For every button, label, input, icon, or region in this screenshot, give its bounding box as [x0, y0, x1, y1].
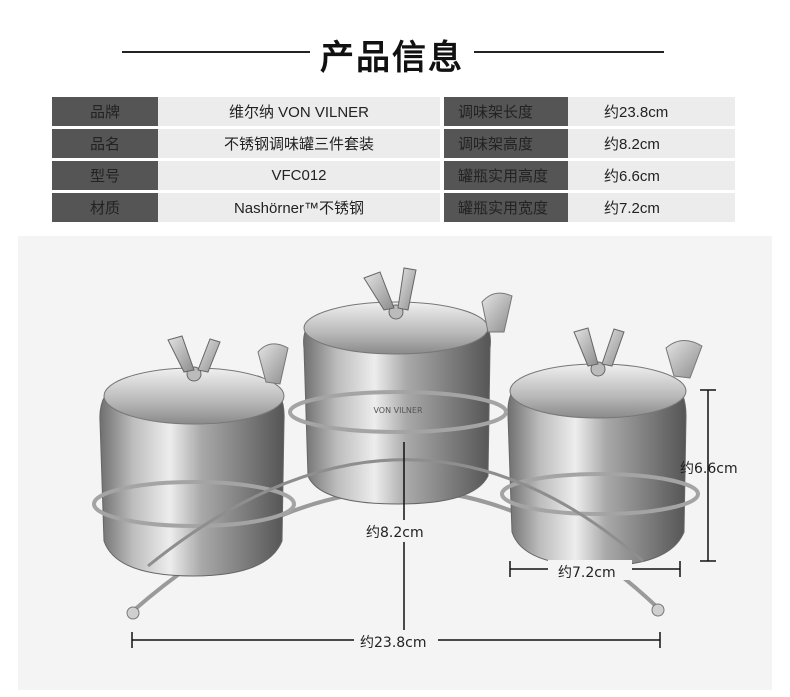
product-illustration: VON VILNER — [92, 267, 716, 650]
spec-label: 调味架高度 — [444, 129, 568, 158]
dim-jar-height: 约6.6cm — [680, 461, 738, 477]
rack-foot — [651, 603, 665, 617]
brand-engraving: VON VILNER — [373, 406, 422, 415]
spec-row: 品名 不锈钢调味罐三件套装 调味架高度 约8.2cm — [52, 129, 735, 158]
dim-rack-height: 约8.2cm — [366, 525, 424, 541]
spec-label: 罐瓶实用高度 — [444, 161, 568, 190]
jar-left — [92, 335, 296, 577]
dim-rack-length: 约23.8cm — [360, 635, 427, 651]
spec-value: 维尔纳 VON VILNER — [158, 97, 440, 126]
spec-row: 材质 Nashörner™不锈钢 罐瓶实用宽度 约7.2cm — [52, 193, 735, 222]
spec-table: 品牌 维尔纳 VON VILNER 调味架长度 约23.8cm 品名 不锈钢调味… — [52, 94, 735, 225]
spec-value: Nashörner™不锈钢 — [158, 193, 440, 222]
spec-label: 材质 — [52, 193, 158, 222]
dim-jar-width: 约7.2cm — [558, 565, 616, 581]
spec-value: 约8.2cm — [568, 129, 735, 158]
jar-middle: VON VILNER — [288, 267, 513, 505]
spec-row: 型号 VFC012 罐瓶实用高度 约6.6cm — [52, 161, 735, 190]
spec-value: 不锈钢调味罐三件套装 — [158, 129, 440, 158]
header-rule-right — [474, 51, 664, 53]
jar-right — [500, 327, 703, 567]
spec-label: 罐瓶实用宽度 — [444, 193, 568, 222]
header-rule-left — [122, 51, 310, 53]
spec-label: 品牌 — [52, 97, 158, 126]
spec-label: 型号 — [52, 161, 158, 190]
spec-value: 约7.2cm — [568, 193, 735, 222]
spec-value: 约23.8cm — [568, 97, 735, 126]
spec-label: 品名 — [52, 129, 158, 158]
spec-row: 品牌 维尔纳 VON VILNER 调味架长度 约23.8cm — [52, 97, 735, 126]
spec-value: VFC012 — [158, 161, 440, 190]
section-header: 产品信息 — [0, 18, 790, 78]
spec-value: 约6.6cm — [568, 161, 735, 190]
rack-foot — [126, 606, 140, 620]
product-photo: VON VILNER 约6.6cm 约8.2cm 约7.2cm 约23.8cm — [18, 236, 772, 690]
spec-label: 调味架长度 — [444, 97, 568, 126]
section-title: 产品信息 — [320, 38, 464, 78]
